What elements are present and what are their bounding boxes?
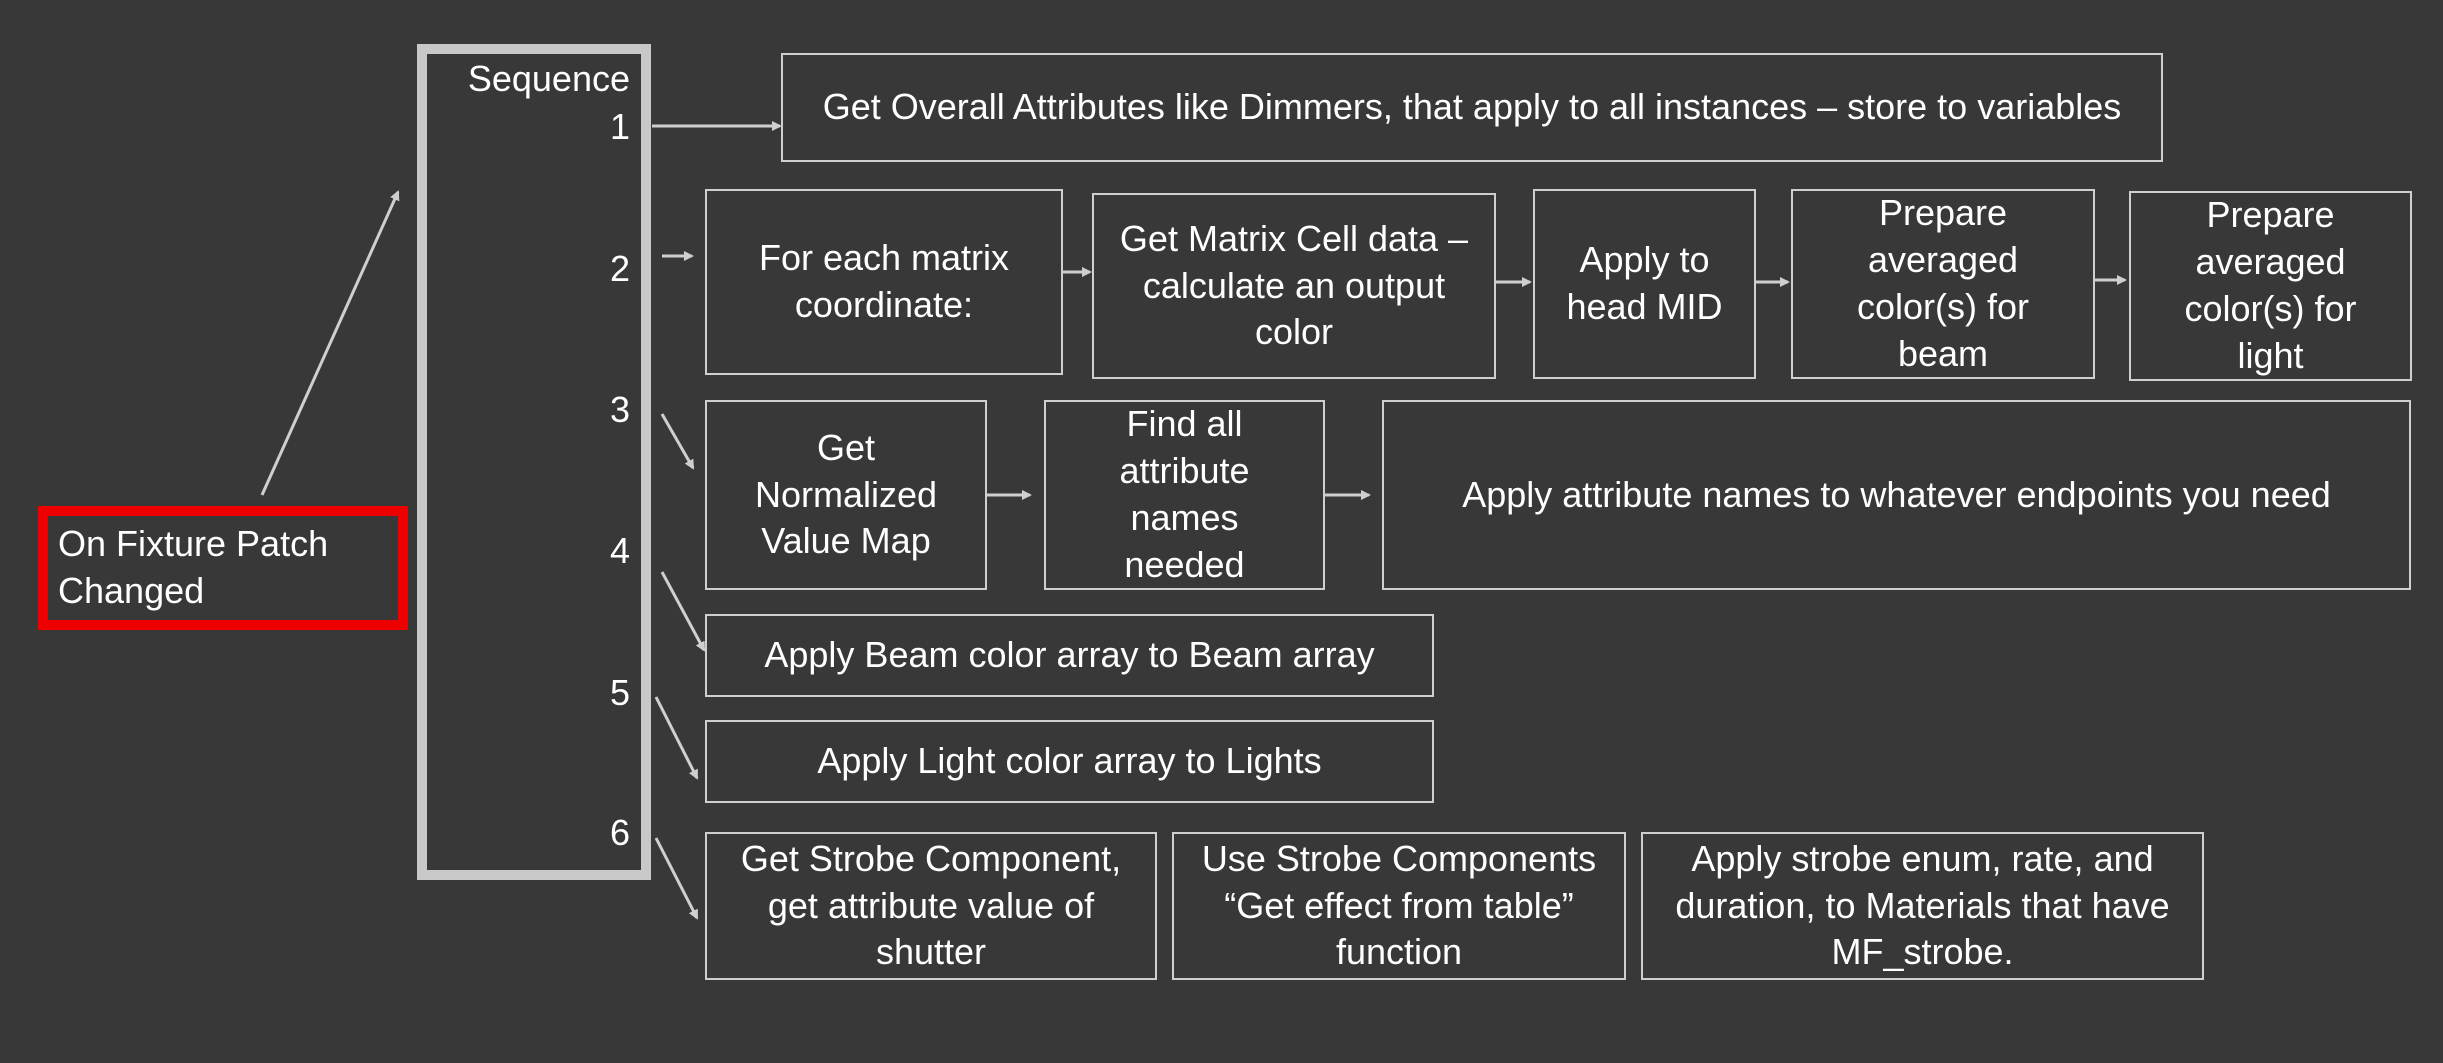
step-apply-light-color-label: Apply Light color array to Lights xyxy=(817,740,1322,782)
step-apply-to-head-mid-label: Apply to head MID xyxy=(1566,239,1723,327)
sequence-title: Sequence xyxy=(467,58,630,99)
step-prepare-color-beam-label: Prepare averaged color(s) for beam xyxy=(1856,192,2030,374)
step-apply-light-color: Apply Light color array to Lights xyxy=(705,720,1434,803)
step-get-normalized-value-map-label: Get Normalized Value Map xyxy=(754,426,938,562)
step-use-strobe-components: Use Strobe Components “Get effect from t… xyxy=(1172,832,1626,980)
step-get-overall-attributes: Get Overall Attributes like Dimmers, tha… xyxy=(781,53,2163,162)
step-apply-beam-color: Apply Beam color array to Beam array xyxy=(705,614,1434,697)
arrow-trigger-to-sequence xyxy=(260,190,400,496)
sequence-number-4: 4 xyxy=(609,530,630,571)
step-for-each-matrix-coordinate: For each matrix coordinate: xyxy=(705,189,1063,375)
step-get-strobe-component-label: Get Strobe Component, get attribute valu… xyxy=(740,837,1122,973)
step-prepare-color-beam: Prepare averaged color(s) for beam xyxy=(1791,189,2095,379)
on-fixture-patch-changed-trigger: On Fixture Patch Changed xyxy=(38,506,408,630)
step-apply-beam-color-label: Apply Beam color array to Beam array xyxy=(764,634,1375,676)
step-get-overall-attributes-label: Get Overall Attributes like Dimmers, tha… xyxy=(822,86,2122,128)
step-find-attribute-names: Find all attribute names needed xyxy=(1044,400,1325,590)
step-apply-attribute-names: Apply attribute names to whatever endpoi… xyxy=(1382,400,2411,590)
sequence-number-5: 5 xyxy=(609,672,630,713)
step-get-strobe-component: Get Strobe Component, get attribute valu… xyxy=(705,832,1157,980)
step-get-matrix-cell-data: Get Matrix Cell data – calculate an outp… xyxy=(1092,193,1496,379)
trigger-label: On Fixture Patch Changed xyxy=(58,523,329,611)
arrow-seq6-to-strobe xyxy=(654,837,699,920)
arrow-seq3-to-valuemap xyxy=(660,413,695,470)
arrow-seq4-to-beam xyxy=(660,571,706,652)
step-get-normalized-value-map: Get Normalized Value Map xyxy=(705,400,987,590)
step-apply-strobe-enum-label: Apply strobe enum, rate, and duration, t… xyxy=(1675,837,2170,973)
step-prepare-color-light-label: Prepare averaged color(s) for light xyxy=(2184,194,2357,376)
sequence-bar xyxy=(417,44,651,880)
step-apply-to-head-mid: Apply to head MID xyxy=(1533,189,1756,379)
sequence-number-1: 1 xyxy=(609,106,630,147)
sequence-number-6: 6 xyxy=(609,812,630,853)
step-prepare-color-light: Prepare averaged color(s) for light xyxy=(2129,191,2412,381)
step-for-each-matrix-coordinate-label: For each matrix coordinate: xyxy=(758,237,1010,325)
step-apply-attribute-names-label: Apply attribute names to whatever endpoi… xyxy=(1462,473,2331,515)
sequence-number-2: 2 xyxy=(609,248,630,289)
sequence-number-3: 3 xyxy=(609,389,630,430)
step-apply-strobe-enum: Apply strobe enum, rate, and duration, t… xyxy=(1641,832,2204,980)
arrow-seq5-to-light xyxy=(654,696,699,780)
step-use-strobe-components-label: Use Strobe Components “Get effect from t… xyxy=(1201,837,1597,973)
step-get-matrix-cell-data-label: Get Matrix Cell data – calculate an outp… xyxy=(1119,217,1469,353)
step-find-attribute-names-label: Find all attribute names needed xyxy=(1119,403,1250,585)
